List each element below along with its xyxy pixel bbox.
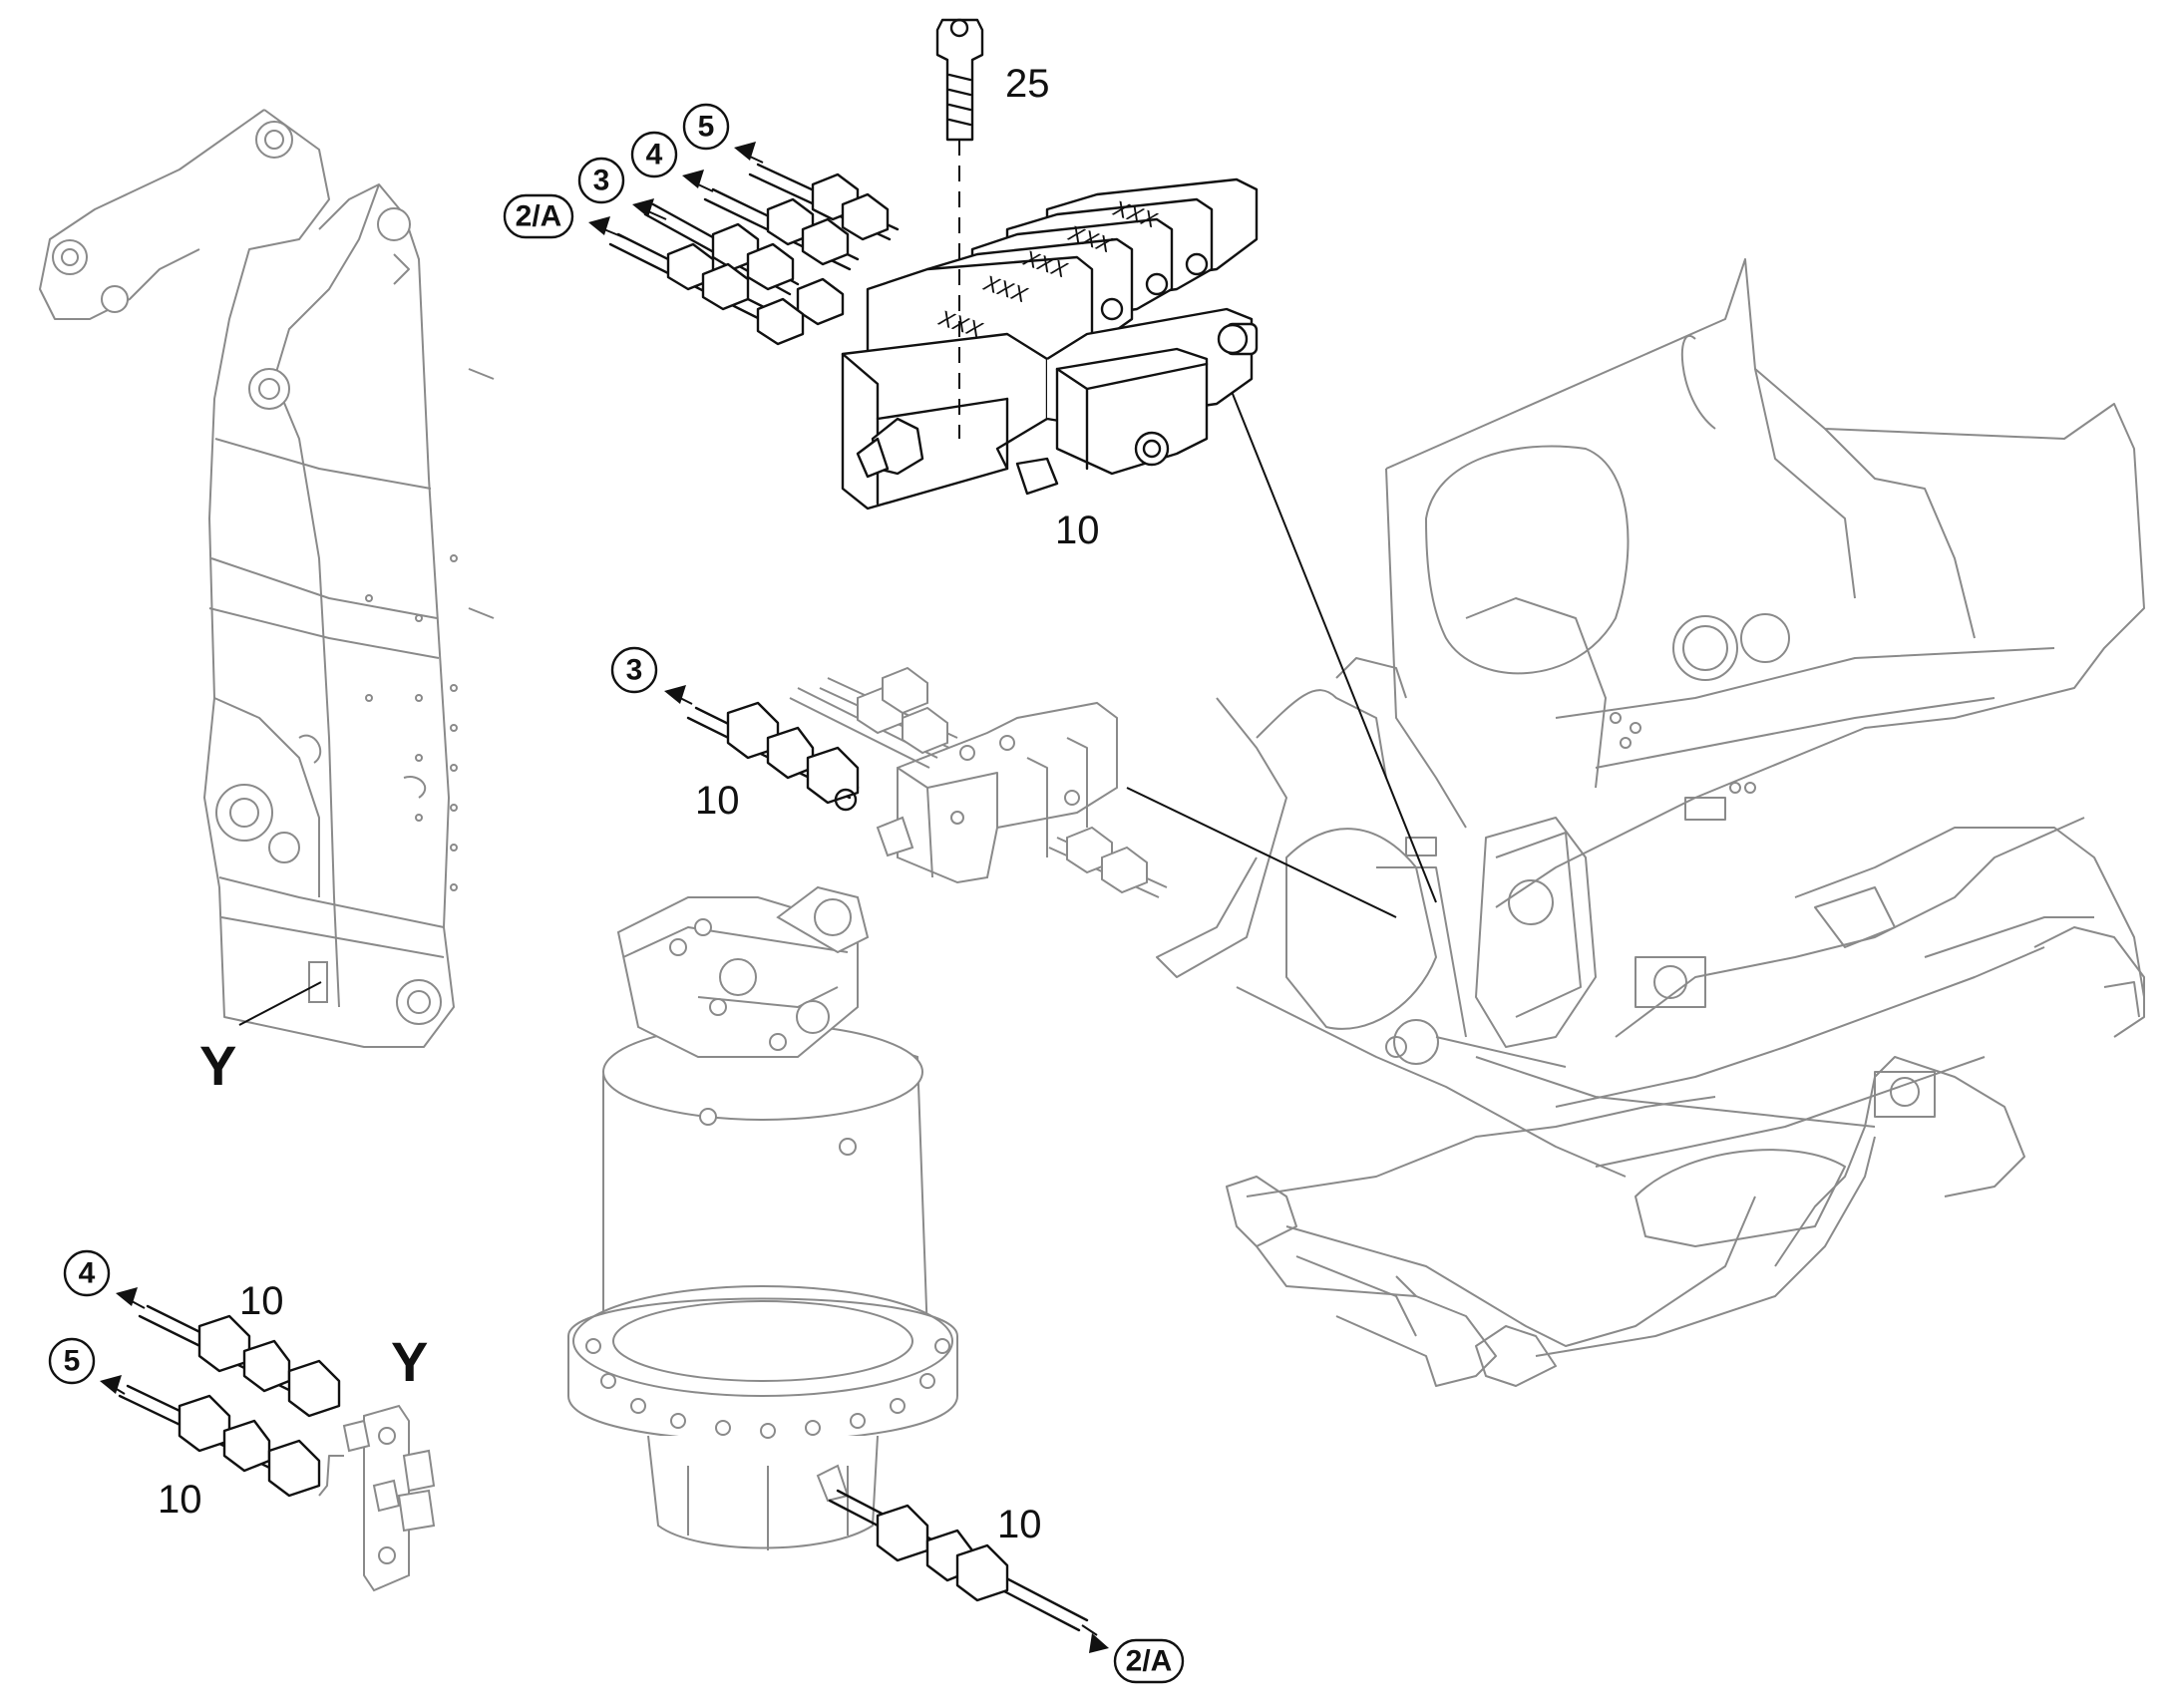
hydraulic-motor-illustration <box>567 885 958 1550</box>
svg-text:3: 3 <box>593 165 610 197</box>
y-ref-5: 5 <box>48 1337 126 1395</box>
mid-item-number: 10 <box>695 779 740 823</box>
top-ref-3: 3 <box>577 157 667 220</box>
top-ref-5: 5 <box>682 103 764 164</box>
mid-hose-fitting <box>686 701 860 812</box>
svg-text:2/A: 2/A <box>1126 1645 1173 1678</box>
y-ref-4: 4 <box>63 1249 146 1309</box>
boom-illustration <box>39 109 495 1048</box>
mid-ref-3: 3 <box>610 646 693 705</box>
boom-bolt-holes <box>365 554 458 891</box>
top-ref-2a: 2/A <box>503 193 629 240</box>
valve-item-number: 10 <box>1055 509 1100 552</box>
svg-text:4: 4 <box>79 1257 96 1290</box>
chassis-frame-illustration <box>1156 258 2145 1387</box>
bolt-item-number: 25 <box>1005 62 1050 106</box>
motor-ref-2a: 2/A <box>1081 1624 1185 1684</box>
svg-text:4: 4 <box>646 139 663 171</box>
svg-text:2/A: 2/A <box>516 200 562 233</box>
top-valve-assembly: XXX XXX XXX XXX XXX <box>608 18 1259 511</box>
y-lower-line-item-number: 10 <box>158 1478 202 1522</box>
y-upper-line-item-number: 10 <box>239 1279 284 1323</box>
top-ref-4: 4 <box>630 131 714 192</box>
fitting-detail-marker-y: Y <box>391 1330 428 1393</box>
leader-valve-to-frame <box>1226 378 1437 903</box>
detail-y-fittings <box>118 1304 436 1592</box>
svg-text:5: 5 <box>64 1345 81 1378</box>
middle-valve-assembly <box>789 666 1168 898</box>
boom-y-leader <box>238 981 322 1026</box>
motor-line-item-number: 10 <box>997 1503 1042 1546</box>
svg-text:3: 3 <box>626 654 643 687</box>
boom-detail-marker-y: Y <box>199 1034 236 1097</box>
leader-mid-valve-to-frame <box>1126 787 1397 918</box>
svg-text:5: 5 <box>698 111 715 144</box>
motor-flange-bolts <box>585 1338 950 1439</box>
motor-hose-fitting <box>828 1489 1089 1632</box>
